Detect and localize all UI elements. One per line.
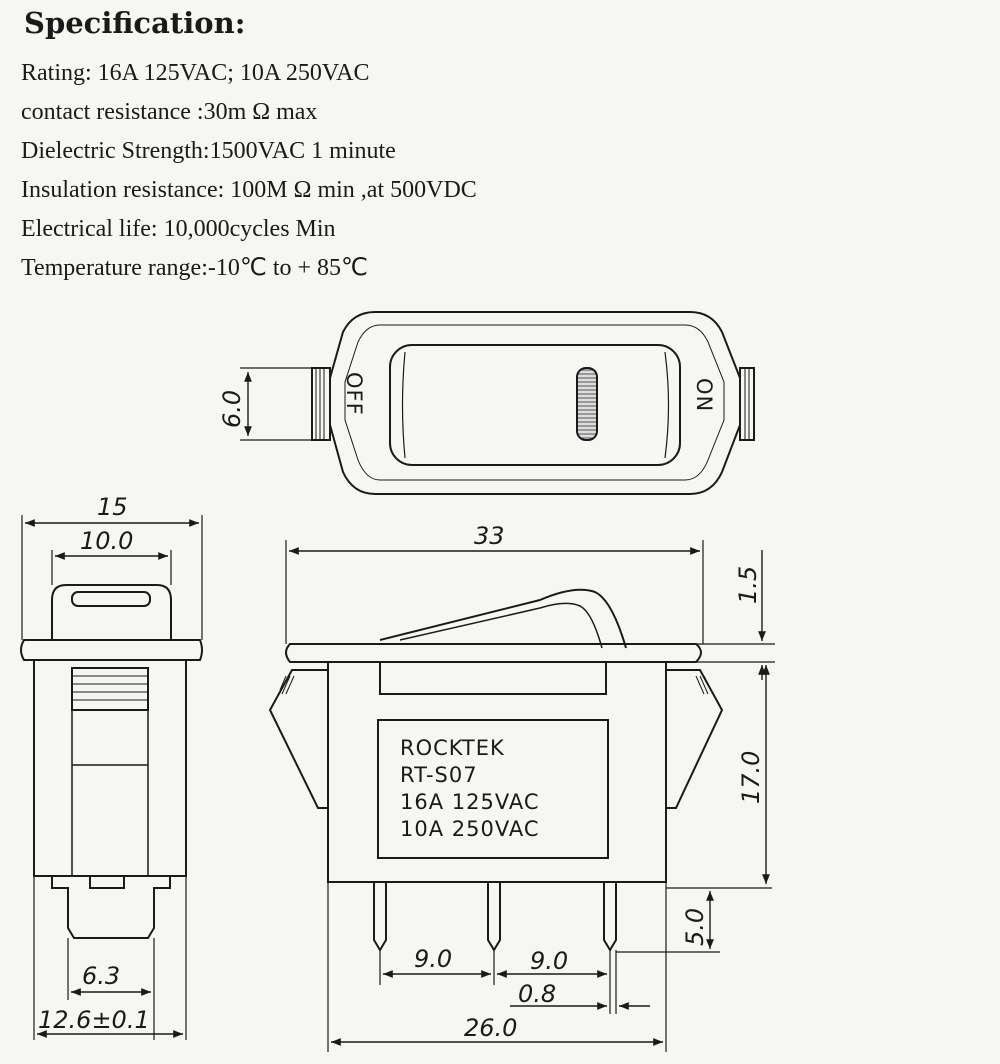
front-view-body [327, 662, 667, 883]
spec-insulation-resistance: Insulation resistance: 100M Ω min ,at 50… [21, 177, 477, 203]
dim-10-text: 10.0 [80, 527, 133, 555]
left-terminal-ribs [315, 368, 325, 440]
dim-33-text: 33 [474, 522, 505, 550]
side-view [20, 515, 203, 1040]
label-rating-1: 16A 125VAC [400, 790, 540, 814]
top-view [240, 311, 755, 495]
side-view-pin [51, 876, 171, 939]
side-view-cap-slot [71, 591, 151, 607]
side-view-cap [51, 584, 172, 640]
label-brand: ROCKTEK [400, 736, 505, 760]
right-terminal-tab [739, 367, 755, 441]
dim-12-6-text: 12.6±0.1 [38, 1006, 150, 1034]
front-view-flange [285, 643, 702, 663]
side-view-pin-notch [89, 875, 125, 889]
dim-26-0-text: 26.0 [464, 1014, 517, 1042]
label-model: RT-S07 [400, 763, 478, 787]
dim-15-text: 15 [97, 493, 128, 521]
spec-rating: Rating: 16A 125VAC; 10A 250VAC [21, 60, 370, 86]
dim-6-3-text: 6.3 [82, 962, 120, 990]
right-spring-clip-ribs [695, 675, 713, 695]
dim-6-0-text: 6.0 [218, 390, 246, 428]
spec-temperature-range: Temperature range:-10℃ to + 85℃ [21, 255, 368, 281]
top-view-rocker [389, 344, 681, 466]
pin-middle [487, 882, 501, 952]
front-view-rocker-inner [399, 602, 603, 649]
spec-electrical-life: Electrical life: 10,000cycles Min [21, 216, 336, 242]
side-view-flange [20, 639, 203, 661]
left-terminal-tab [311, 367, 331, 441]
on-label: ON [692, 378, 716, 412]
dim-5-0-text: 5.0 [681, 908, 709, 946]
top-view-outline [329, 311, 741, 495]
label-rating-2: 10A 250VAC [400, 817, 540, 841]
dim-0-8-text: 0.8 [518, 980, 556, 1008]
left-spring-clip-ribs [279, 675, 295, 695]
side-view-window [71, 667, 149, 711]
spec-contact-resistance: contact resistance :30m Ω max [21, 99, 318, 125]
front-view-rocker [379, 588, 627, 649]
pin-left [373, 882, 387, 952]
off-label: OFF [342, 372, 366, 416]
left-spring-clip [268, 669, 328, 809]
dim-9-0-text-1: 9.0 [414, 945, 452, 973]
top-view-rocker-edge [401, 351, 670, 459]
spec-title: Specification: [24, 6, 246, 40]
spec-dielectric-strength: Dielectric Strength:1500VAC 1 minute [21, 138, 396, 164]
dim-17-text: 17.0 [737, 751, 765, 804]
front-view-top-recess [379, 661, 607, 695]
top-view-inner-outline [344, 324, 725, 481]
specification-block: Specification: Rating: 16A 125VAC; 10A 2… [18, 6, 718, 288]
right-terminal-ribs [744, 368, 750, 440]
indicator-lamp [576, 367, 598, 441]
front-view [268, 540, 775, 1052]
side-view-window-ribs [72, 675, 148, 701]
dim-9-0-text-2: 9.0 [530, 947, 568, 975]
side-view-body-lines [71, 710, 149, 876]
right-spring-clip [666, 669, 724, 809]
pin-right [603, 882, 617, 952]
product-label-plate [377, 719, 609, 859]
dim-1-5-text: 1.5 [734, 566, 762, 604]
